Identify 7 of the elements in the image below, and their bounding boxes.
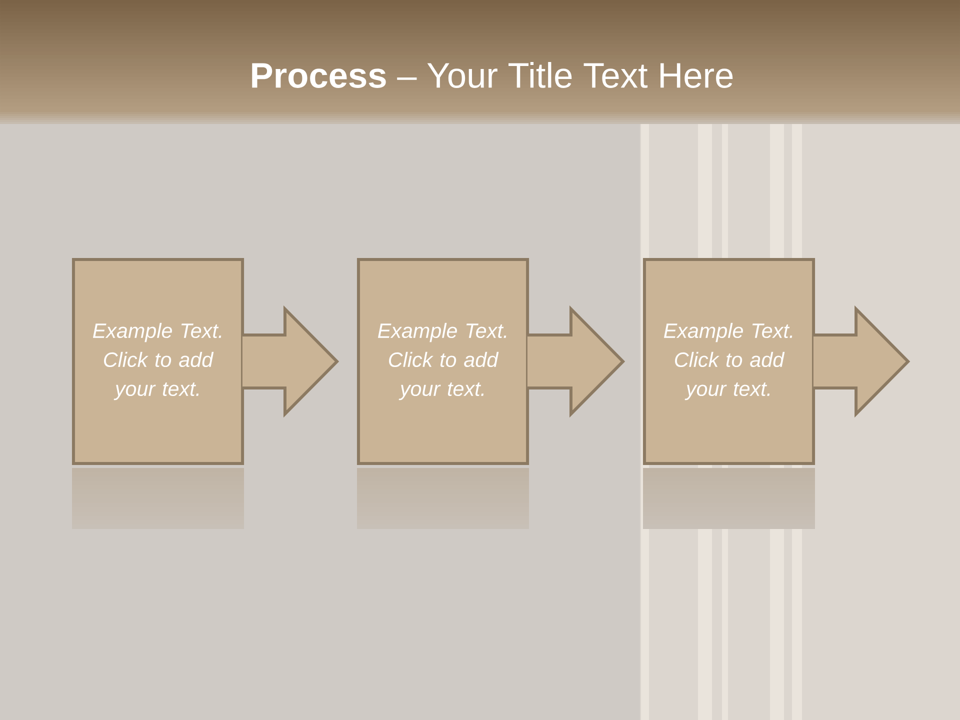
slide-title: Process – Your Title Text Here	[252, 62, 733, 88]
block-arrow	[812, 305, 910, 418]
process-box: Example Text. Click to add your text.	[642, 258, 816, 465]
block-arrow	[240, 305, 340, 418]
block-arrow	[526, 305, 626, 418]
process-box: Example Text. Click to add your text.	[356, 258, 530, 465]
process-box: Example Text. Click to add your text.	[72, 258, 244, 465]
